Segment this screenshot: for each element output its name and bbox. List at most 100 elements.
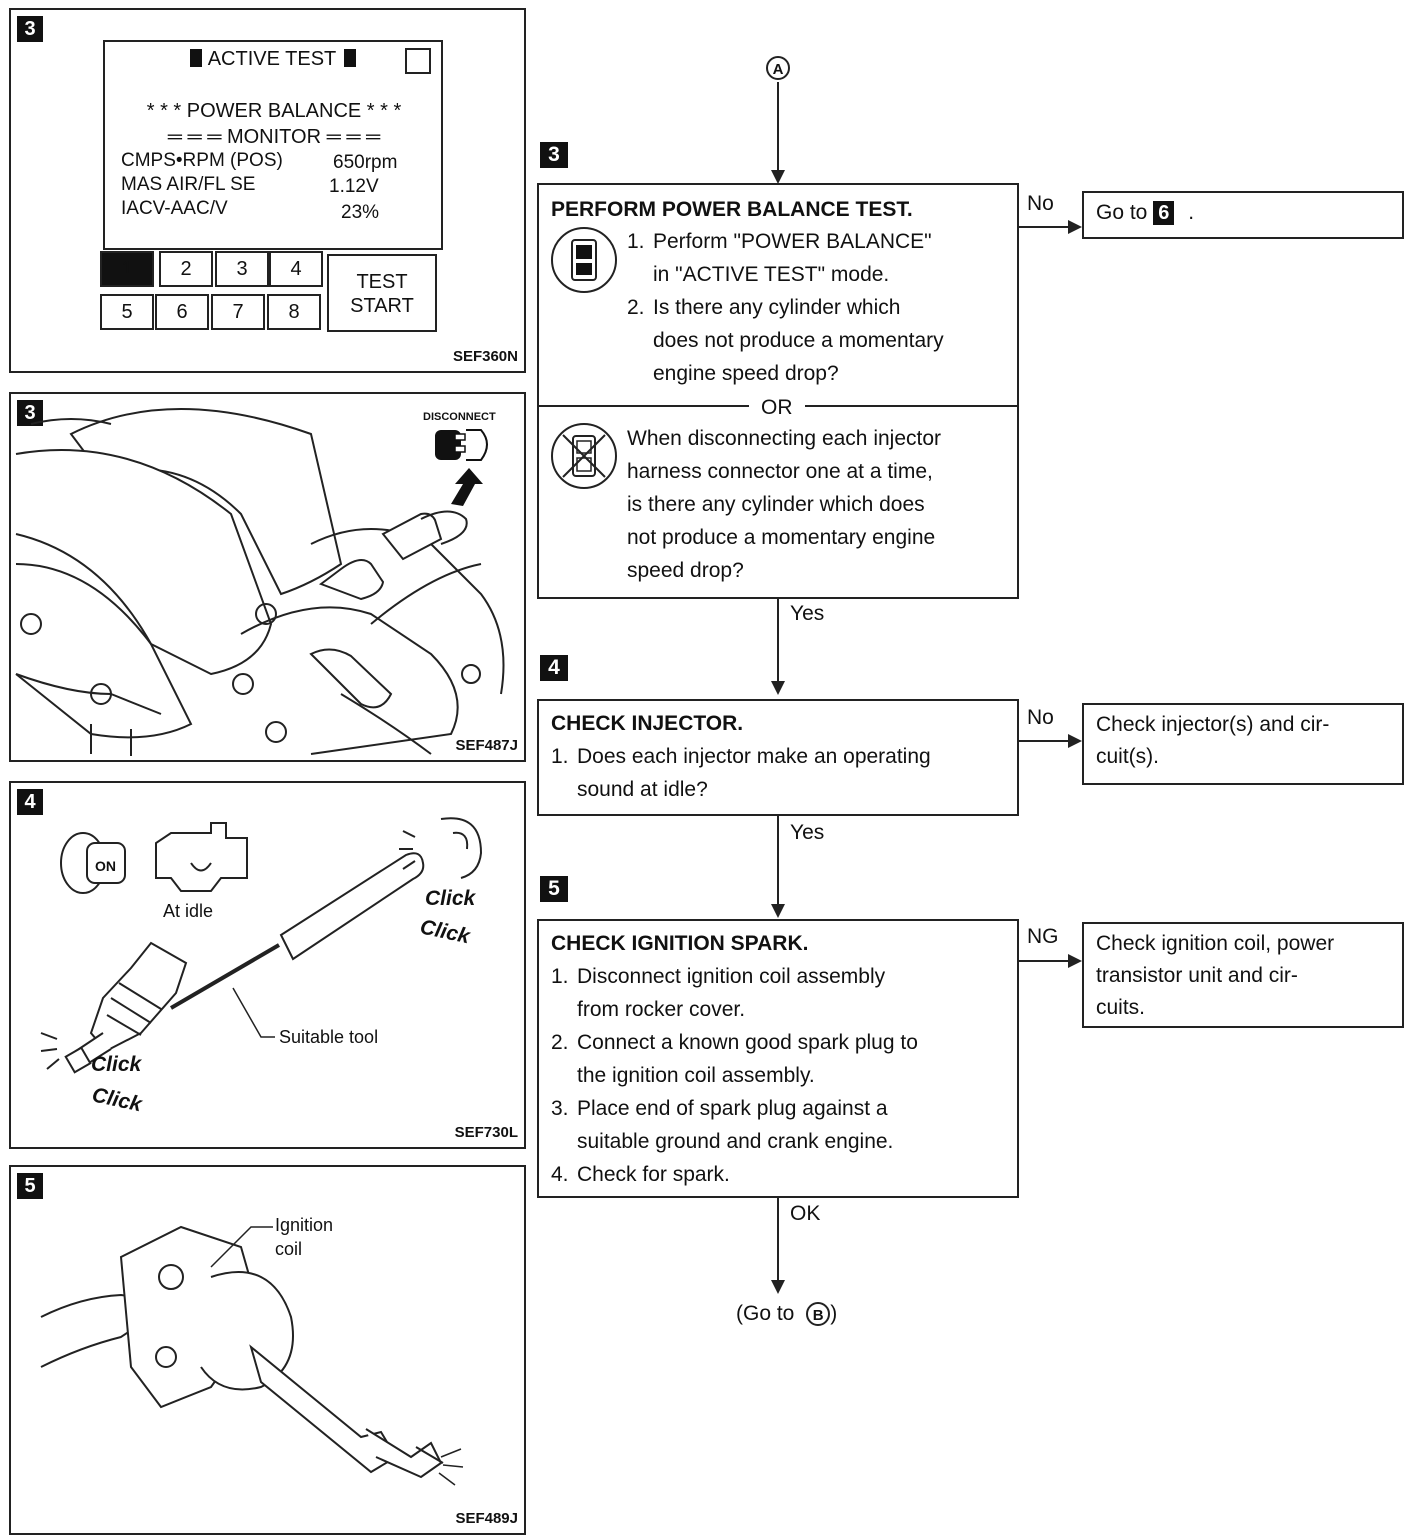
- item-text: from rocker cover.: [577, 998, 746, 1021]
- injector-illustration: ON At idle Click Click Click: [40, 817, 483, 1117]
- goto-prefix: (Go to: [736, 1302, 795, 1325]
- cylinder-key-2[interactable]: 2: [159, 251, 213, 287]
- consult-display: ACTIVE TEST * * * POWER BALANCE * * * ═ …: [103, 40, 443, 250]
- check-injector-result-box: Check injector(s) and cir- cuit(s).: [1082, 703, 1404, 785]
- flow-line: [1019, 960, 1075, 962]
- step4-item: 1. Does each injector make an operating …: [551, 740, 1005, 806]
- step3-item: 1. Perform "POWER BALANCE" in "ACTIVE TE…: [627, 225, 1017, 390]
- screen-line-power-balance: * * * POWER BALANCE * * *: [146, 100, 402, 122]
- screen-row-label: IACV-AAC/V: [121, 198, 228, 219]
- item-number: 4.: [551, 1163, 569, 1186]
- sound-marks-icon: [40, 1032, 60, 1070]
- step4-box: CHECK INJECTOR. 1. Does each injector ma…: [537, 699, 1019, 816]
- figure-consult-screen: 3 ACTIVE TEST * * * POWER BALANCE * * * …: [9, 8, 526, 373]
- goto-6-box: Go to 6 .: [1082, 191, 1404, 239]
- test-start-label: START: [350, 295, 414, 317]
- square-icon: [189, 49, 202, 67]
- item-text: Is there any cylinder which: [653, 296, 901, 319]
- or-label: OR: [761, 396, 793, 419]
- test-start-button[interactable]: TEST START: [327, 254, 437, 332]
- cylinder-key-3[interactable]: 3: [215, 251, 269, 287]
- ignition-coil-illustration: Ignition coil: [40, 1215, 464, 1486]
- check-ignition-result-box: Check ignition coil, power transistor un…: [1082, 922, 1404, 1028]
- at-idle-label: At idle: [163, 901, 213, 921]
- engine-illustration: DISCONNECT: [15, 408, 505, 756]
- goto-suffix: .: [1188, 201, 1195, 224]
- flow-line: [777, 1198, 779, 1282]
- cylinder-key-8[interactable]: 8: [267, 294, 321, 330]
- click-text: Click: [90, 1083, 145, 1116]
- arrowhead-icon: [1068, 734, 1082, 748]
- screen-title: ACTIVE TEST: [207, 48, 337, 70]
- connector-a: A: [766, 56, 790, 80]
- item-text: sound at idle?: [577, 778, 708, 801]
- screwdriver-icon: [169, 852, 425, 1010]
- item-text: Disconnect ignition coil assembly: [577, 965, 886, 988]
- divider: [539, 405, 749, 407]
- arrowhead-icon: [1068, 954, 1082, 968]
- spark-icon: [438, 1448, 464, 1486]
- cylinder-key-5[interactable]: 5: [100, 294, 154, 330]
- goto-text: Go to: [1096, 201, 1148, 224]
- alt-text: is there any cylinder which does: [627, 493, 925, 516]
- item-number: 1.: [551, 745, 569, 768]
- item-text: Connect a known good spark plug to: [577, 1031, 918, 1054]
- flow-line: [777, 816, 779, 906]
- no-label: No: [1027, 706, 1054, 729]
- alt-text: harness connector one at a time,: [627, 460, 933, 483]
- test-start-label: TEST: [356, 271, 408, 293]
- cylinder-key-7[interactable]: 7: [211, 294, 265, 330]
- flow-line: [777, 82, 779, 178]
- result-text: transistor unit and cir-: [1096, 964, 1298, 987]
- arrow-icon: [451, 468, 483, 506]
- ignition-coil-label: Ignition: [275, 1215, 333, 1235]
- injector-icon: [64, 941, 188, 1074]
- cylinder-key-1[interactable]: 1: [100, 251, 154, 287]
- cylinder-key-4[interactable]: 4: [269, 251, 323, 287]
- alt-text: not produce a momentary engine: [627, 526, 936, 549]
- arrowhead-icon: [1068, 220, 1082, 234]
- ignition-key-icon: [60, 832, 126, 894]
- step-badge-5: 5: [540, 876, 568, 902]
- item-text: Does each injector make an operating: [577, 745, 931, 768]
- square-icon: [344, 49, 357, 67]
- item-number: 1.: [627, 230, 645, 253]
- step5-title: CHECK IGNITION SPARK.: [551, 932, 809, 955]
- ear-icon: [399, 817, 483, 879]
- result-text: Check injector(s) and cir-: [1096, 713, 1330, 736]
- step-badge-4: 4: [540, 655, 568, 681]
- item-number: 3.: [551, 1097, 569, 1120]
- flow-line: [1019, 740, 1075, 742]
- item-text: Check for spark.: [577, 1163, 730, 1186]
- cylinder-key-6[interactable]: 6: [155, 294, 209, 330]
- divider: [805, 405, 1017, 407]
- result-text: cuits.: [1096, 996, 1146, 1019]
- ok-label: OK: [790, 1202, 821, 1225]
- suitable-tool-label: Suitable tool: [279, 1027, 378, 1047]
- figure-code: SEF730L: [454, 1124, 518, 1141]
- flow-line: [777, 599, 779, 683]
- figure-code: SEF360N: [452, 348, 518, 365]
- consult-icon: [551, 227, 617, 293]
- screen-checkbox[interactable]: [405, 48, 431, 74]
- screen-line-monitor: ═ ═ ═ MONITOR ═ ═ ═: [167, 126, 381, 148]
- alt-text: When disconnecting each injector: [627, 427, 942, 450]
- yes-label: Yes: [790, 821, 825, 844]
- step5-item: 3. Place end of spark plug against a sui…: [551, 1092, 1005, 1158]
- yes-label: Yes: [790, 602, 825, 625]
- arrowhead-icon: [771, 681, 785, 695]
- connector-icon: [435, 429, 488, 461]
- item-text: Place end of spark plug against a: [577, 1097, 888, 1120]
- figure-ignition-coil: 5 Ignition coil SEF489J: [9, 1165, 526, 1535]
- goto-suffix: ): [830, 1302, 838, 1325]
- disconnect-label: DISCONNECT: [423, 411, 496, 423]
- click-text: Click: [91, 1053, 143, 1076]
- figure-injector-harness: 3 DISCONNECT: [9, 392, 526, 762]
- step-badge-3: 3: [540, 142, 568, 168]
- on-label: ON: [95, 858, 116, 874]
- step-badge: 3: [17, 16, 43, 42]
- item-number: 2.: [551, 1031, 569, 1054]
- goto-b-text: (Go to B): [736, 1302, 837, 1326]
- no-label: No: [1027, 192, 1054, 215]
- connector-b-symbol: B: [806, 1302, 831, 1326]
